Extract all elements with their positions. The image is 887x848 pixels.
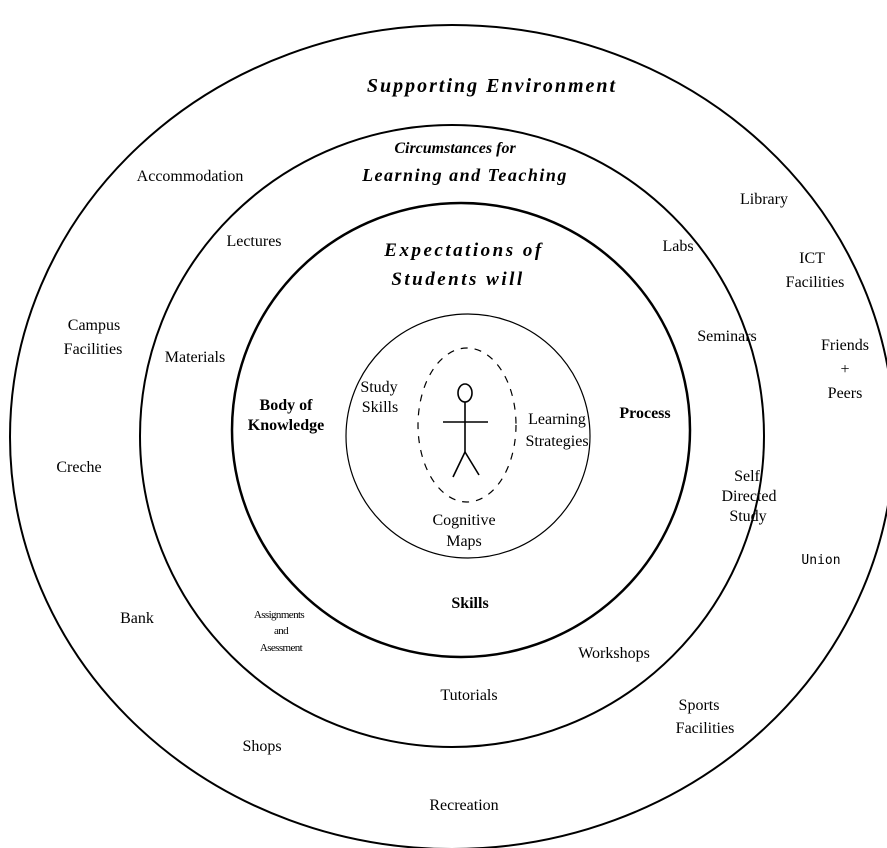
label-creche: Creche — [56, 459, 101, 476]
inner-ring-title-line2: Students will — [391, 269, 524, 290]
label-library: Library — [740, 191, 788, 208]
label-learning-strategies-line2: Strategies — [525, 433, 588, 450]
label-cognitive-maps-line1: Cognitive — [432, 512, 495, 529]
label-assignments-line2: and — [274, 625, 289, 637]
label-ict-line1: ICT — [799, 250, 825, 267]
label-cognitive-maps-line2: Maps — [446, 533, 482, 550]
label-ict-line2: Facilities — [786, 274, 845, 291]
label-self-line2: Directed — [721, 488, 776, 505]
label-campus-line2: Facilities — [64, 341, 123, 358]
label-campus-line1: Campus — [68, 317, 120, 334]
label-skills: Skills — [451, 595, 488, 612]
label-friends-line2: + — [840, 361, 849, 378]
middle-ring-title-line2: Learning and Teaching — [361, 165, 568, 185]
label-lectures: Lectures — [226, 233, 281, 250]
label-accommodation: Accommodation — [137, 168, 244, 185]
label-bank: Bank — [120, 610, 154, 627]
label-sports-line2: Facilities — [676, 720, 735, 737]
label-body-of-knowledge-line2: Knowledge — [248, 417, 324, 434]
label-friends-line3: Peers — [828, 385, 863, 402]
outer-ring-supporting-environment — [9, 24, 887, 848]
label-shops: Shops — [242, 738, 281, 755]
label-recreation: Recreation — [429, 797, 498, 814]
label-assignments-line3: Asessment — [260, 642, 303, 654]
inner-ring-title-line1: Expectations of — [383, 240, 543, 261]
label-labs: Labs — [662, 238, 693, 255]
middle-ring-circumstances — [139, 124, 765, 748]
label-seminars: Seminars — [697, 328, 757, 345]
label-workshops: Workshops — [578, 645, 650, 662]
label-learning-strategies-line1: Learning — [528, 411, 586, 428]
label-body-of-knowledge-line1: Body of — [260, 397, 314, 414]
label-tutorials: Tutorials — [440, 687, 497, 704]
outer-ring-title: Supporting Environment — [367, 75, 617, 97]
label-self-line1: Self — [734, 468, 760, 485]
label-friends-line1: Friends — [821, 337, 869, 354]
core-circle — [345, 313, 591, 559]
middle-ring-title-line1: Circumstances for — [394, 140, 516, 157]
label-union: Union — [801, 553, 840, 568]
label-study-skills-line1: Study — [360, 379, 397, 396]
inner-ring-expectations — [230, 201, 692, 659]
label-self-line3: Study — [729, 508, 766, 525]
learner-dashed-boundary — [417, 347, 517, 503]
label-study-skills-line2: Skills — [362, 399, 398, 416]
student-figure-icon — [443, 383, 488, 478]
label-sports-line1: Sports — [679, 697, 720, 714]
label-materials: Materials — [165, 349, 225, 366]
label-assignments-line1: Assignments — [254, 609, 305, 621]
label-process: Process — [619, 405, 670, 422]
